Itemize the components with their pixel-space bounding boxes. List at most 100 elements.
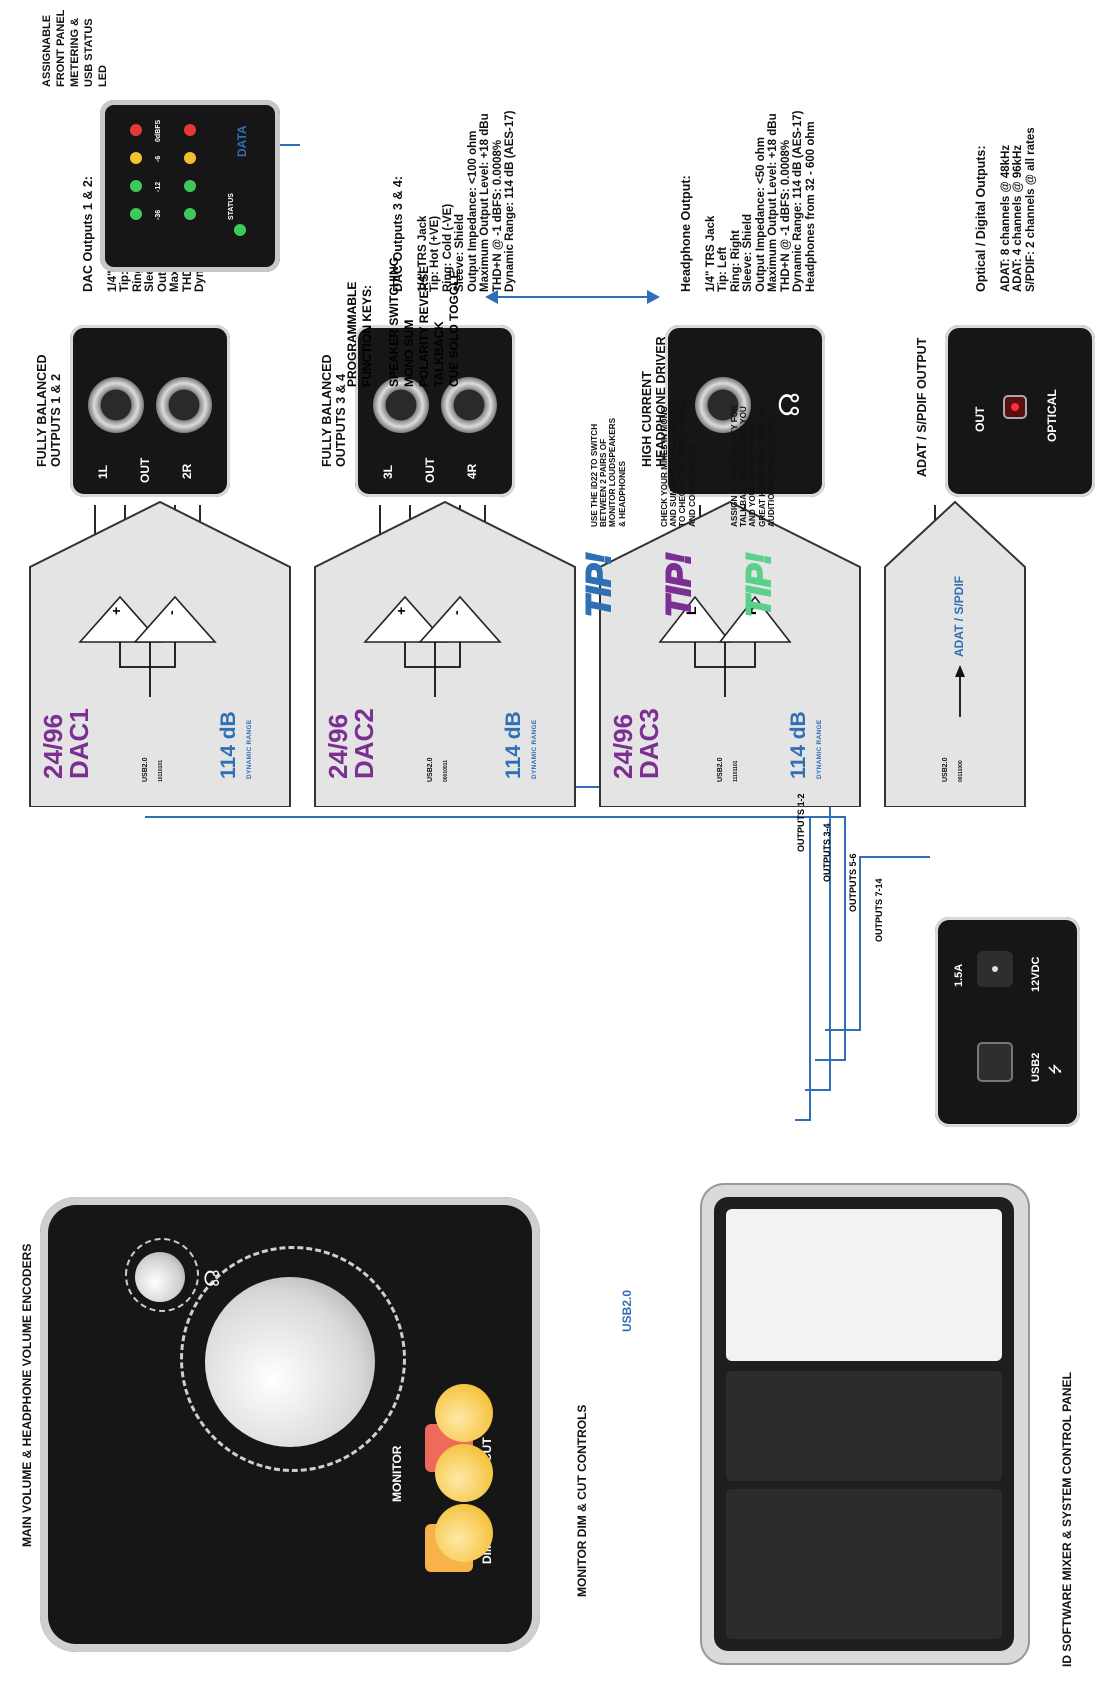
headphone-icon: ☊	[774, 392, 805, 417]
list-line: TALKBACK	[432, 321, 446, 387]
adat-panel: OUT OPTICAL	[945, 325, 1095, 497]
power-panel: 1.5A 12VDC USB2 ⭍	[935, 917, 1080, 1127]
adat-box-label: ADAT / S/PDIF	[952, 575, 966, 657]
software-mixer-panel	[700, 1183, 1030, 1665]
mixer-master-section[interactable]	[726, 1209, 1002, 1361]
tip-2: TIP!	[659, 552, 699, 618]
meter-leds	[130, 124, 246, 236]
meter-level-2: -12	[155, 181, 162, 192]
metering-label: ASSIGNABLE FRONT PANEL METERING & USB ST…	[41, 9, 109, 87]
list-line: TALKBACK AND ENSURE YOU	[739, 406, 749, 527]
adat-label: ADAT / S/PDIF OUTPUT	[915, 337, 929, 477]
encoder-label: MAIN VOLUME & HEADPHONE VOLUME ENCODERS	[20, 1243, 34, 1547]
list-line: Dynamic Range: 114 dB (AES-17)	[792, 110, 804, 292]
out12-panel: 1L OUT 2R	[70, 325, 230, 497]
outputs-label-3: OUTPUTS 5-6	[848, 853, 858, 912]
out34-label: FULLY BALANCED OUTPUTS 3 & 4	[320, 354, 348, 467]
digital-spec-block: Optical / Digital Outputs: ADAT: 8 chann…	[974, 127, 1037, 292]
list-line: SPEAKER SWITCHING	[387, 256, 401, 387]
f3-key[interactable]	[435, 1504, 493, 1562]
f1-key[interactable]	[435, 1384, 493, 1442]
dac2-bits: 00010011	[443, 760, 449, 782]
adat-box-usb: USB2.0	[942, 757, 949, 782]
list-line: ASSIGN A FUNCTION KEY FOR	[730, 404, 739, 527]
dac1-usb: USB2.0	[142, 757, 149, 782]
line-dac2	[430, 786, 831, 1091]
software-label: iD SOFTWARE MIXER & SYSTEM CONTROL PANEL	[1060, 1372, 1074, 1667]
mixer-channel-strip-1[interactable]	[726, 1489, 1002, 1639]
controller-headphone-icon: ☊	[202, 1269, 224, 1287]
tip-2-word: TIP!	[659, 552, 699, 618]
adat-box-bits: 00111000	[958, 760, 964, 782]
usb-arrow-up	[485, 290, 498, 304]
list-line: & HEADPHONES	[617, 461, 627, 527]
dac1-rate: 24/96	[38, 713, 68, 779]
dac3-bits: 11101101	[733, 760, 739, 782]
f2-key[interactable]	[435, 1444, 493, 1502]
jack-2r[interactable]	[156, 377, 212, 433]
line-adat	[825, 856, 930, 1031]
dac2-usb: USB2.0	[427, 757, 434, 782]
list-line: Ring: Right	[729, 230, 742, 292]
dac1-bits: 10110101	[158, 760, 164, 782]
adat-shape	[884, 500, 1026, 807]
outputs-label-4: OUTPUTS 7-14	[874, 878, 884, 942]
dc-jack[interactable]	[977, 951, 1013, 987]
power-amps: 1.5A	[953, 963, 965, 987]
list-line: Output Impedance: <50 ohm	[754, 137, 767, 292]
headphone-knob[interactable]	[135, 1252, 185, 1302]
usb-link-label: USB2.0	[620, 1289, 634, 1332]
dac-shapes	[29, 500, 1026, 807]
optical-port[interactable]	[1005, 397, 1025, 417]
tip-1: TIP!	[579, 552, 619, 618]
list-line: Headphones from 32 - 600 ohm	[804, 121, 817, 292]
dac12-spec-heading: DAC Outputs 1 & 2:	[81, 176, 95, 292]
digital-spec-heading: Optical / Digital Outputs:	[974, 145, 988, 292]
list-line: TO CHECK FOR STEREO IMAGE	[678, 399, 688, 527]
list-line: ADAT: 8 channels @ 48kHz	[999, 144, 1012, 292]
list-line: AND YOUR ARTISTS HAVE	[748, 422, 758, 527]
list-line: Output Impedance: <100 ohm	[466, 130, 479, 292]
meter-level-0: 0dBFS	[155, 119, 162, 142]
outputs-label-2: OUTPUTS 3-4	[822, 823, 832, 882]
power-volts: 12VDC	[1030, 956, 1042, 992]
usb-port[interactable]	[977, 1042, 1013, 1082]
outputs-label-1: OUTPUTS 1-2	[796, 793, 806, 852]
mixer-channel-strip-2[interactable]	[726, 1371, 1002, 1481]
jack-1l[interactable]	[88, 377, 144, 433]
adat-optical-label: OPTICAL	[1045, 389, 1059, 442]
metering-panel: 0dBFS -6 -12 -36 STATUS	[100, 100, 280, 272]
monitor-knob[interactable]	[205, 1277, 375, 1447]
fk-heading-2: FUNCTION KEYS:	[360, 285, 374, 387]
fk-heading-1: PROGRAMMABLE	[345, 281, 359, 387]
list-line: MONITOR LOUDSPEAKERS	[608, 417, 618, 527]
dac1-amp-plus: +	[108, 606, 124, 615]
list-line: AUDITIONING VIA CUE SOLO	[766, 412, 776, 527]
list-line: Dynamic Range: 114 dB (AES-17)	[504, 110, 516, 292]
dac3-usb: USB2.0	[717, 757, 724, 782]
dac3-rate: 24/96	[608, 713, 638, 779]
dac2-shape	[314, 500, 576, 807]
dac1-amp-minus: -	[163, 610, 179, 615]
meter-level-1: -6	[155, 155, 162, 162]
dac2-amp-plus: +	[393, 606, 409, 615]
out34-out-label: OUT	[423, 457, 437, 483]
monitor-label: MONITOR	[390, 1445, 404, 1502]
list-line: Maximum Output Level: +18 dBu	[479, 113, 491, 292]
tip-3: TIP!	[739, 552, 779, 618]
usb-arrow-down	[647, 290, 660, 304]
tip-1-word: TIP!	[579, 552, 619, 618]
list-line: THD+N @ -1 dBFS: 0.0008%	[779, 139, 792, 292]
line-dac1	[145, 816, 811, 1121]
out12-label: FULLY BALANCED OUTPUTS 1 & 2	[35, 354, 63, 467]
list-line: POLARITY REVERSE	[417, 265, 431, 387]
